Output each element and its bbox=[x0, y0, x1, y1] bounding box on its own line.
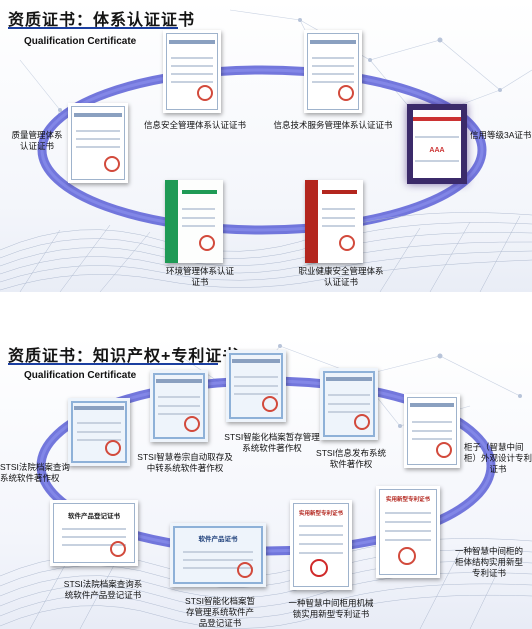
title-underline bbox=[8, 27, 178, 29]
cabinet-structure-patent-label: 一种智慧中间柜的柜体结构实用新型专利证书 bbox=[454, 546, 523, 578]
panel-separator bbox=[0, 292, 532, 336]
credit-3a-certificate-image: AAA bbox=[407, 104, 467, 184]
it-service-certificate-image bbox=[304, 30, 362, 113]
ohs-cert-label: 职业健康安全管理体系认证证书 bbox=[298, 266, 384, 287]
credit-cert-label: 信用等级3A证书 bbox=[470, 130, 532, 140]
court-product-registration-label: STSI法院档案查询系统软件产品登记证书 bbox=[63, 579, 143, 600]
page-title: 资质证书：体系认证证书 bbox=[8, 12, 196, 29]
cabinet-design-patent-image bbox=[404, 394, 460, 468]
court-product-registration-image: 软件产品登记证书 bbox=[50, 500, 138, 566]
infosec-cert-label: 信息安全管理体系认证证书 bbox=[143, 120, 246, 130]
smart-product-registration-label: STSI智能化档案暂存管理系统软件产品登记证书 bbox=[185, 596, 255, 628]
mechanical-lock-patent-label: 一种智慧中间柜用机械锁实用新型专利证书 bbox=[288, 598, 374, 619]
network-mesh-background bbox=[0, 9, 532, 292]
environment-cert-label: 环境管理体系认证证书 bbox=[165, 266, 234, 287]
credit-grade-text: AAA bbox=[429, 147, 445, 155]
smart-storage-copyright-label: STSI智能化档案暂存管理系统软件著作权 bbox=[224, 432, 320, 453]
itservice-cert-label: 信息技术服务管理体系认证证书 bbox=[273, 120, 393, 130]
smart-storage-copyright-image bbox=[226, 350, 286, 422]
page-title: 资质证书：知识产权+专利证书 bbox=[8, 348, 240, 365]
mechanical-lock-patent-image: 实用新型专利证书 bbox=[290, 500, 352, 590]
ohs-certificate-image bbox=[305, 180, 363, 263]
quality-cert-label: 质量管理体系认证证书 bbox=[11, 130, 63, 151]
section-subtitle: Qualification Certificate bbox=[24, 370, 137, 381]
info-release-copyright-image bbox=[320, 368, 378, 440]
cabinet-design-patent-label: 柜子（智慧中间柜）外观设计专利证书 bbox=[464, 442, 532, 474]
court-query-copyright-label: STSI法院档案查询系统软件著作权 bbox=[0, 462, 70, 483]
title-underline bbox=[8, 363, 218, 365]
cert-heading-text: 实用新型专利证书 bbox=[298, 511, 343, 517]
ip-patent-panel: 资质证书：知识产权+专利证书 Qualification Certificate… bbox=[0, 336, 532, 629]
environment-certificate-image bbox=[165, 180, 223, 263]
quality-management-certificate-image bbox=[68, 103, 128, 183]
cabinet-structure-patent-image: 实用新型专利证书 bbox=[376, 486, 440, 578]
court-query-copyright-image bbox=[68, 398, 130, 466]
info-release-copyright-label: STSI信息发布系统软件著作权 bbox=[316, 448, 386, 469]
system-certification-panel: 资质证书：体系认证证书 Qualification Certificate AA… bbox=[0, 0, 532, 292]
volume-transfer-copyright-image bbox=[150, 370, 208, 442]
smart-product-registration-image: 软件产品证书 bbox=[170, 523, 266, 587]
infosec-certificate-image bbox=[163, 30, 221, 113]
cert-heading-text: 实用新型专利证书 bbox=[385, 497, 430, 503]
cert-heading-text: 软件产品证书 bbox=[198, 536, 238, 543]
section-subtitle: Qualification Certificate bbox=[24, 36, 137, 47]
volume-transfer-copyright-label: STSI智慧卷宗自动取存及中转系统软件著作权 bbox=[137, 452, 233, 473]
cert-heading-text: 软件产品登记证书 bbox=[68, 513, 120, 520]
